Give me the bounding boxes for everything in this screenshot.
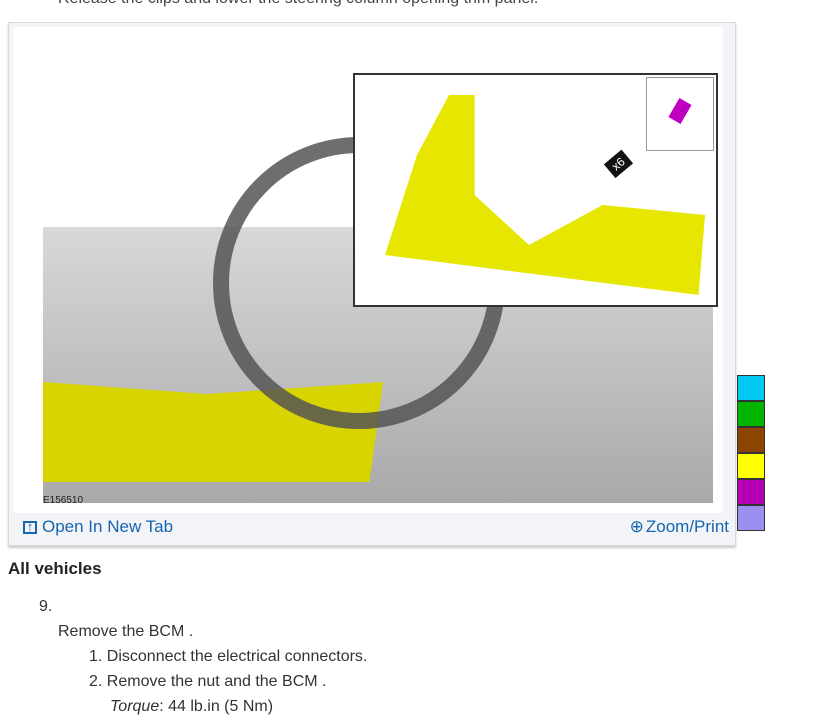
color-swatch-lavender bbox=[737, 505, 765, 531]
torque-label: Torque bbox=[110, 698, 160, 715]
previous-step-text: Release the clips and lower the steering… bbox=[58, 0, 538, 8]
clip-thumbnail bbox=[646, 77, 714, 151]
color-swatch-cyan bbox=[737, 375, 765, 401]
open-tab-icon: ↑ bbox=[23, 520, 37, 534]
figure-image[interactable]: x6 E156510 bbox=[13, 27, 723, 513]
color-swatch-green bbox=[737, 401, 765, 427]
open-tab-label: Open In New Tab bbox=[42, 517, 174, 536]
callout-label: x6 bbox=[603, 149, 633, 179]
torque-value: : 44 lb.in (5 Nm) bbox=[159, 698, 274, 715]
figure-code: E156510 bbox=[43, 495, 84, 506]
step-title: Remove the BCM . bbox=[58, 623, 194, 640]
substep: 1. Disconnect the electrical connectors. bbox=[89, 648, 368, 665]
zoom-print-link[interactable]: ⊕ Zoom/Print bbox=[630, 517, 729, 537]
detail-inset: x6 bbox=[353, 73, 718, 307]
torque-spec: Torque: 44 lb.in (5 Nm) bbox=[110, 698, 273, 716]
step-number: 9. bbox=[39, 598, 53, 615]
substep: 2. Remove the nut and the BCM . bbox=[89, 673, 327, 690]
open-in-new-tab-link[interactable]: ↑ Open In New Tab bbox=[23, 517, 173, 537]
section-heading: All vehicles bbox=[8, 559, 102, 578]
figure-card: x6 E156510 ↑ Open In New Tab ⊕ Zoom/Prin… bbox=[8, 22, 736, 546]
color-swatch-magenta bbox=[737, 479, 765, 505]
color-swatch-brown bbox=[737, 427, 765, 453]
zoom-label: Zoom/Print bbox=[645, 517, 729, 536]
color-swatch-yellow bbox=[737, 453, 765, 479]
zoom-in-icon: ⊕ bbox=[629, 517, 644, 536]
